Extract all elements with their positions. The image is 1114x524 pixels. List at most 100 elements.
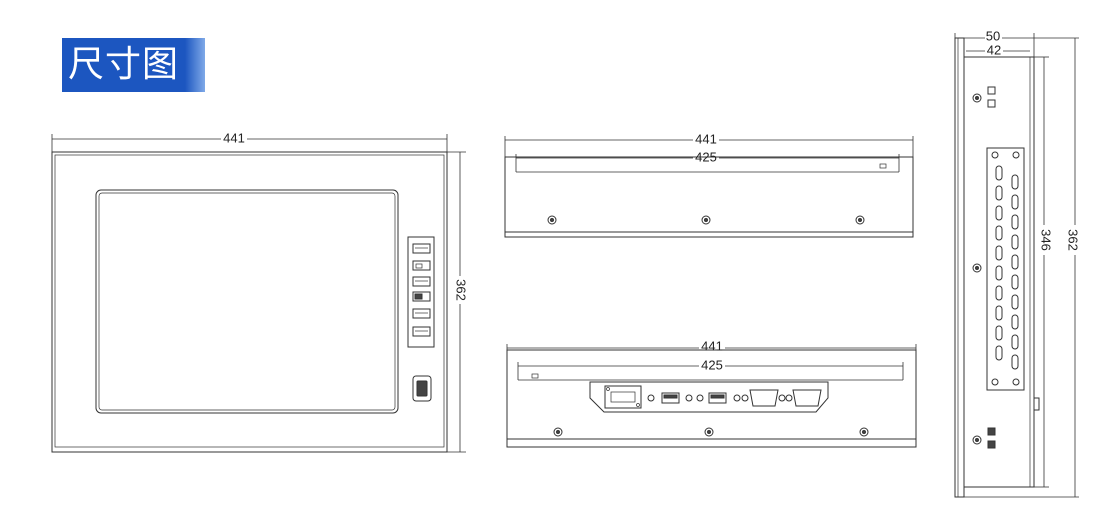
vent-slot: [995, 205, 1003, 221]
vent-slot: [995, 325, 1003, 341]
panel-screw: [991, 151, 999, 159]
front-port-panel: [407, 236, 435, 348]
port-icon: [412, 326, 431, 337]
side-port-icon: [987, 427, 996, 436]
led-indicator: [696, 394, 704, 402]
connector-screw: [785, 394, 793, 402]
top-inner-width-label: 425: [695, 149, 717, 164]
vent-slot: [995, 345, 1003, 361]
bottom-view: [506, 349, 917, 448]
io-panel-outline: [589, 381, 829, 413]
vent-slot: [1011, 234, 1019, 250]
title-banner: 尺寸图: [62, 38, 205, 92]
side-outer-height-dimension: 362: [964, 38, 1081, 498]
vent-slot: [1011, 214, 1019, 230]
port-icon-detail: [415, 263, 423, 269]
vent-slot: [995, 225, 1003, 241]
screw: [701, 215, 711, 225]
front-view: [51, 151, 448, 453]
usb-port-inner: [416, 380, 428, 397]
serial-port-db9: [792, 389, 822, 407]
side-port-icon: [987, 86, 996, 95]
screw: [972, 435, 982, 445]
connector-screw: [741, 394, 749, 402]
vent-slot: [995, 305, 1003, 321]
screw-center: [707, 430, 711, 434]
screw-center: [704, 218, 708, 222]
side-depth-dimension: 50: [954, 28, 1079, 57]
front-outer-frame: [51, 151, 448, 453]
top-marker: [879, 163, 887, 169]
bottom-inner-width-label: 425: [701, 357, 723, 372]
vent-slots: [995, 165, 1019, 370]
port-icon: [412, 291, 431, 302]
vent-slot: [995, 285, 1003, 301]
port-icon: [412, 243, 431, 254]
screw: [704, 427, 714, 437]
top-view: [504, 156, 914, 238]
top-outer-width-dimension: 441: [504, 131, 914, 157]
panel-screw: [991, 378, 999, 386]
vent-slot: [995, 165, 1003, 181]
usb-port-inner: [663, 394, 678, 399]
vent-slot: [1011, 294, 1019, 310]
page-title: 尺寸图: [68, 44, 180, 85]
connector-screw: [606, 387, 610, 391]
front-height-label: 362: [454, 279, 469, 301]
vent-slot: [1011, 314, 1019, 330]
led-indicator: [647, 394, 655, 402]
screw: [547, 215, 557, 225]
side-bezel: [954, 37, 965, 498]
led-indicator: [685, 394, 693, 402]
bottom-marker: [531, 373, 539, 379]
side-body: [963, 56, 1035, 488]
front-inner-frame: [54, 154, 445, 448]
bottom-bezel-strip: [506, 438, 917, 448]
side-view: [954, 37, 1040, 498]
port-icon-detail: [414, 293, 423, 300]
front-screen: [98, 192, 396, 411]
bottom-outer-width-dimension: 441: [506, 338, 917, 353]
top-inner-width-dimension: 425: [515, 149, 900, 172]
usb-port-inner: [710, 394, 725, 399]
screw-center: [862, 430, 866, 434]
connector-screw: [636, 403, 640, 407]
vent-slot: [1011, 174, 1019, 190]
vent-slot: [995, 245, 1003, 261]
screw-center: [975, 438, 979, 442]
front-screen-bezel: [95, 189, 399, 414]
panel-screw: [1012, 151, 1020, 159]
display-connector-inner: [610, 391, 636, 403]
bottom-outer-width-label: 441: [701, 338, 723, 353]
screw: [972, 263, 982, 273]
serial-port-db9: [749, 389, 779, 407]
side-inner-height-dimension: 346: [1034, 56, 1054, 488]
vent-panel: [986, 147, 1025, 391]
usb-port: [708, 392, 727, 404]
io-connector-panel: [589, 381, 829, 413]
screw-center: [975, 266, 979, 270]
screw: [859, 427, 869, 437]
vent-slot: [995, 185, 1003, 201]
side-depth-label: 50: [986, 28, 1000, 43]
vent-slot: [1011, 254, 1019, 270]
vent-slot: [1011, 274, 1019, 290]
connector-screw: [778, 394, 786, 402]
usb-port: [661, 392, 680, 404]
screw: [972, 93, 982, 103]
side-inner-depth-label: 42: [987, 42, 1001, 57]
side-port-icon: [987, 99, 996, 108]
top-bezel-strip: [504, 231, 914, 238]
vent-slot: [1011, 194, 1019, 210]
screw: [553, 427, 563, 437]
bottom-inner-width-dimension: 425: [517, 357, 904, 380]
front-height-dimension: 362: [447, 151, 469, 453]
side-inner-depth-dimension: 42: [966, 42, 1030, 57]
vent-slot: [1011, 334, 1019, 350]
front-width-label: 441: [223, 130, 245, 145]
port-panel-frame: [407, 236, 435, 348]
screw-center: [858, 218, 862, 222]
screw-center: [975, 96, 979, 100]
port-icon: [412, 260, 431, 271]
